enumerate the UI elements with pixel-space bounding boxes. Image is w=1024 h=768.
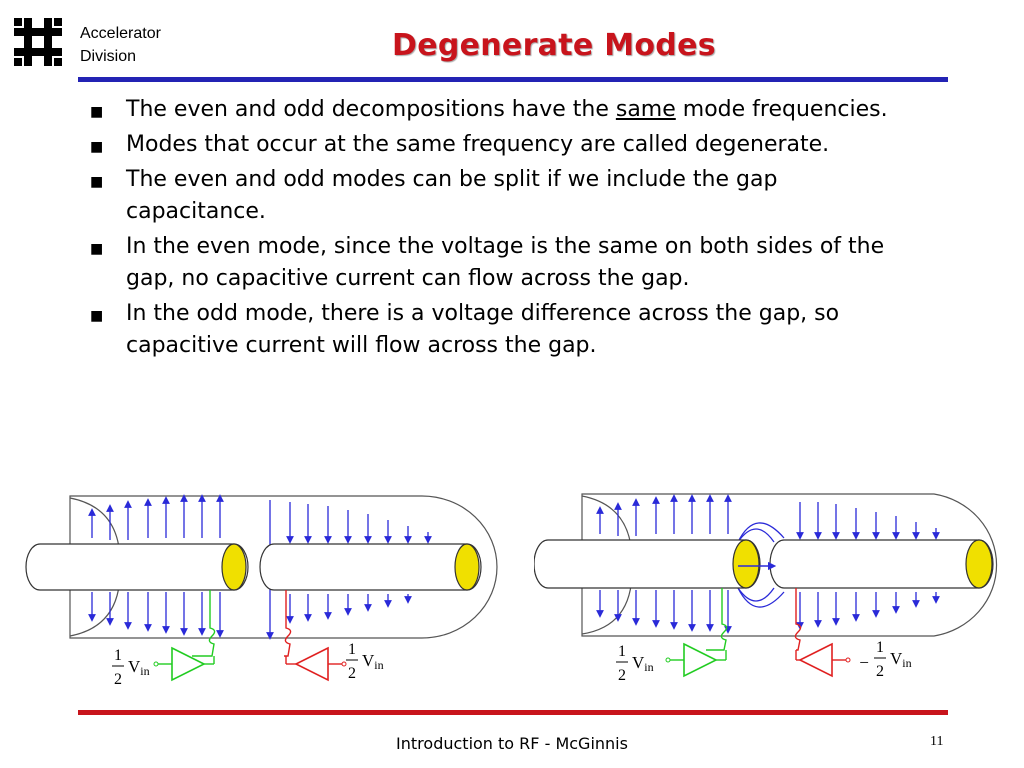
right-frac-num: 1 bbox=[876, 639, 884, 656]
left-frac-num: 1 bbox=[114, 647, 122, 664]
footer-divider bbox=[78, 710, 948, 715]
bullet-icon: ■ bbox=[90, 308, 104, 324]
right-frac-den: 2 bbox=[348, 665, 356, 682]
left-frac-den: 2 bbox=[114, 671, 122, 688]
right-conductor-end bbox=[965, 539, 993, 589]
footer-text: Introduction to RF - McGinnis bbox=[396, 734, 628, 753]
left-vin-v: V bbox=[128, 657, 141, 676]
bullet-text: Modes that occur at the same frequency a… bbox=[126, 132, 830, 157]
right-conductor bbox=[259, 543, 482, 591]
left-conductor bbox=[534, 539, 761, 589]
bullet-item: ■ Modes that occur at the same frequency … bbox=[86, 129, 916, 161]
organization-name: Accelerator Division bbox=[80, 22, 161, 68]
slide-title: Degenerate Modes bbox=[392, 28, 716, 63]
bullet-text: In the even mode, since the voltage is t… bbox=[126, 234, 885, 291]
bullet-icon: ■ bbox=[90, 241, 104, 257]
bullet-item: ■ The even and odd modes can be split if … bbox=[86, 164, 916, 228]
left-frac-den: 2 bbox=[618, 667, 626, 684]
cavity-outline bbox=[69, 495, 498, 639]
odd-mode-diagram: 1 2 Vin − 1 2 Vin bbox=[534, 493, 998, 684]
field-arrows-down bbox=[596, 502, 940, 634]
bullet-text: In the odd mode, there is a voltage diff… bbox=[126, 301, 840, 358]
right-frac-den: 2 bbox=[876, 663, 884, 680]
org-line-1: Accelerator bbox=[80, 25, 161, 42]
bullet-text: The even and odd modes can be split if w… bbox=[126, 167, 778, 224]
bullet-icon: ■ bbox=[90, 104, 104, 120]
right-vin-v: V bbox=[890, 649, 903, 668]
right-vin-label: Vin bbox=[362, 651, 384, 672]
bullet-text-tail: mode frequencies. bbox=[675, 97, 888, 122]
field-arrows-up bbox=[88, 494, 412, 624]
left-conductor bbox=[25, 543, 249, 591]
left-vin-label: Vin bbox=[128, 657, 150, 678]
org-line-2: Division bbox=[80, 48, 137, 65]
bullet-icon: ■ bbox=[90, 139, 104, 155]
right-vin-sub: in bbox=[374, 658, 383, 672]
left-feed-line bbox=[706, 588, 728, 651]
left-frac-num: 1 bbox=[618, 643, 626, 660]
right-feed-line bbox=[284, 590, 292, 657]
cavity-outline bbox=[581, 493, 998, 637]
left-vin-label: Vin bbox=[632, 653, 654, 674]
left-conductor-end bbox=[732, 539, 760, 589]
field-arrows-up bbox=[596, 494, 732, 536]
gap-current-loop-top bbox=[737, 528, 775, 543]
bullet-icon: ■ bbox=[90, 174, 104, 190]
even-mode-diagram: 1 2 Vin 1 2 Vin bbox=[25, 494, 498, 688]
bullet-item: ■ In the odd mode, there is a voltage dif… bbox=[86, 298, 916, 362]
bullet-text: The even and odd decompositions have the bbox=[126, 97, 616, 122]
left-vin-sub: in bbox=[644, 660, 653, 674]
right-vin-v: V bbox=[362, 651, 375, 670]
page-number: 11 bbox=[930, 734, 944, 749]
right-feed-line bbox=[794, 588, 802, 651]
right-sign: − bbox=[859, 653, 869, 672]
field-arrows-down bbox=[88, 500, 432, 640]
bullet-item: ■ In the even mode, since the voltage is … bbox=[86, 231, 916, 295]
left-conductor-end bbox=[221, 543, 247, 591]
bullet-item: ■ The even and odd decompositions have th… bbox=[86, 94, 916, 126]
right-source-icon bbox=[798, 642, 833, 678]
header-divider bbox=[78, 77, 948, 82]
right-conductor-end bbox=[454, 543, 480, 591]
right-vin-sub: in bbox=[902, 656, 911, 670]
left-vin-sub: in bbox=[140, 664, 149, 678]
right-conductor bbox=[769, 539, 994, 589]
right-vin-label: Vin bbox=[890, 649, 912, 670]
left-source-icon bbox=[171, 646, 206, 682]
bullet-list: ■ The even and odd decompositions have th… bbox=[86, 94, 916, 365]
gap-current-loop-bottom bbox=[737, 587, 775, 602]
left-feed-line bbox=[192, 590, 216, 657]
fermilab-logo-icon bbox=[14, 18, 62, 66]
right-frac-num: 1 bbox=[348, 641, 356, 658]
left-source-icon bbox=[683, 642, 718, 678]
right-source-icon bbox=[294, 646, 329, 682]
left-vin-v: V bbox=[632, 653, 645, 672]
bullet-emphasis: same bbox=[615, 97, 676, 122]
